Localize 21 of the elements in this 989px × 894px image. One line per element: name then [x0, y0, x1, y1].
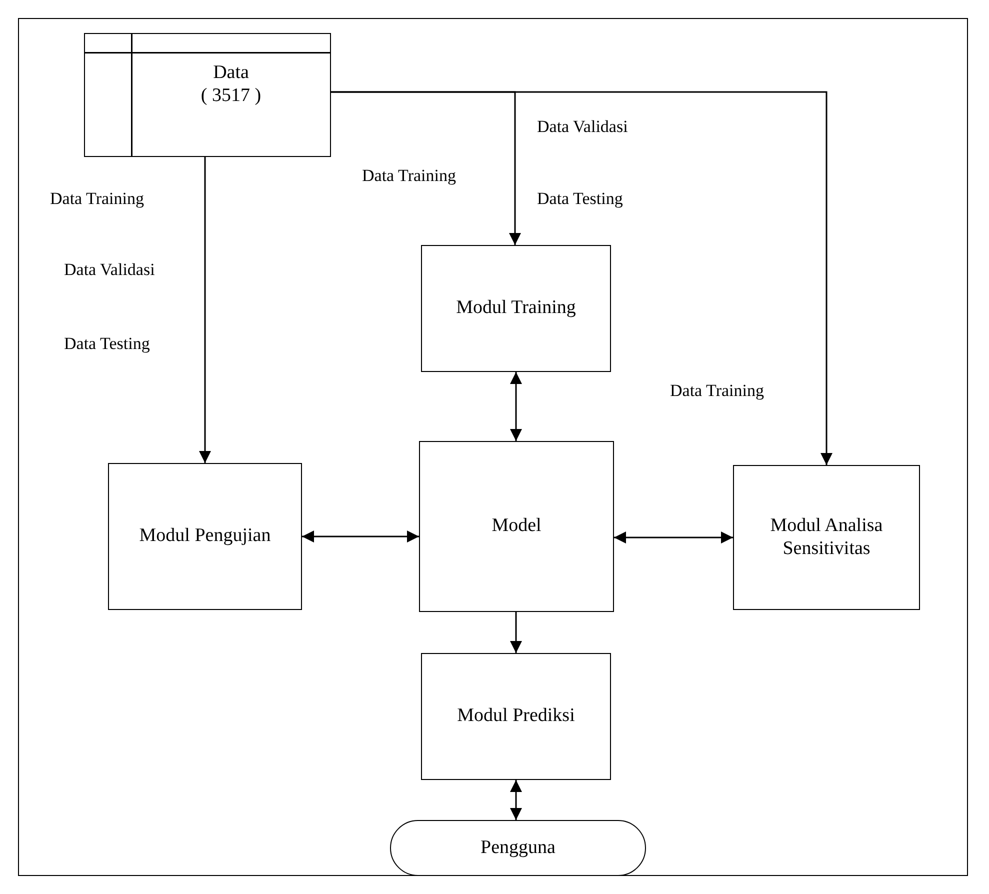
node-label: Modul Analisa Sensitivitas — [769, 514, 884, 560]
node-label: ( 3517 ) — [200, 84, 262, 108]
process-box — [421, 245, 611, 372]
process-box — [421, 653, 611, 780]
data-store — [84, 33, 331, 157]
node-label: Modul Training — [456, 297, 576, 320]
node-label: Pengguna — [480, 836, 556, 860]
process-box — [108, 463, 302, 610]
arrow — [510, 612, 522, 653]
arrow — [510, 372, 522, 441]
arrow — [302, 530, 419, 542]
arrow — [614, 532, 733, 544]
process-box — [733, 465, 920, 610]
node-label: Data — [213, 62, 249, 85]
node-label: Model — [492, 515, 542, 538]
model-box — [419, 441, 614, 612]
arrow — [331, 91, 832, 465]
node-label: Modul Pengujian — [139, 525, 271, 548]
node-label: Modul Prediksi — [457, 705, 575, 728]
arrow — [510, 780, 522, 820]
arrow — [199, 157, 211, 463]
